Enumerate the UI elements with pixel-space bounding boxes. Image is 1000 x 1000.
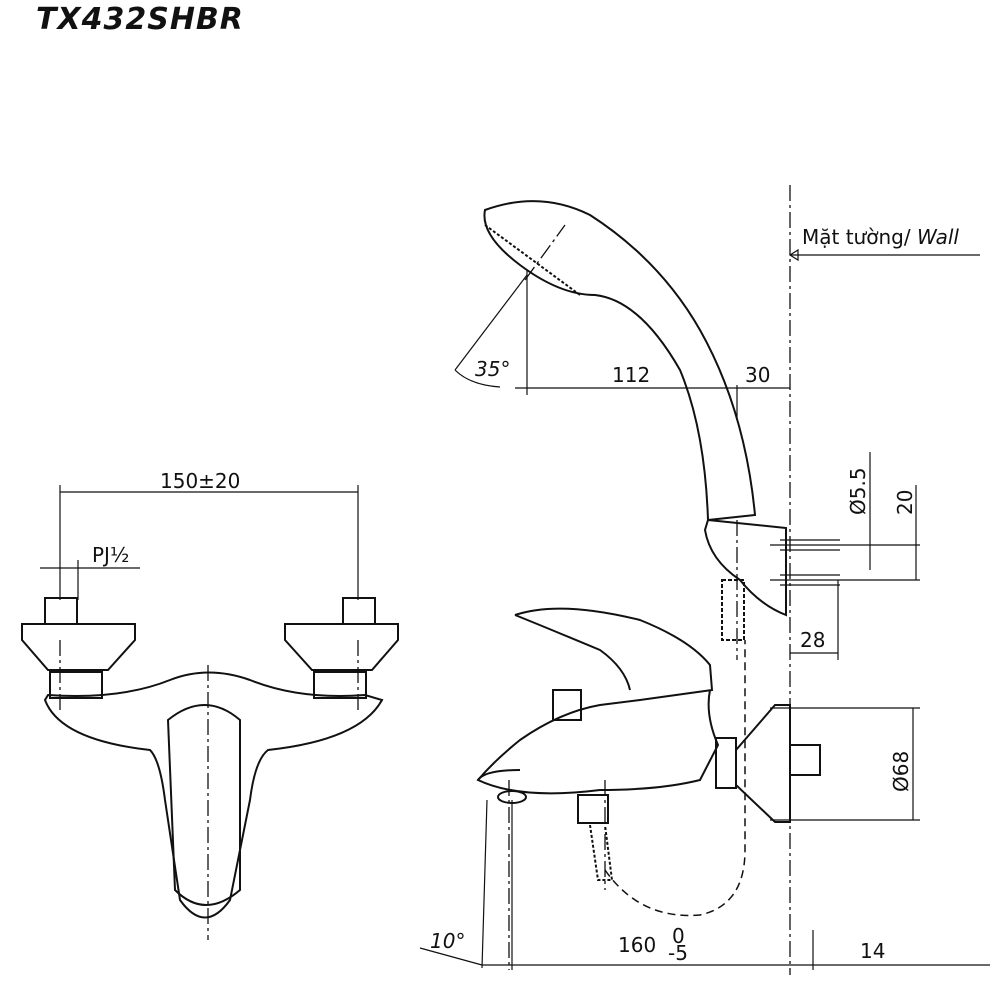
dim-112-label: 112 (612, 363, 650, 387)
dim-d55-label: Ø5.5 (846, 467, 870, 515)
dim-30-label: 30 (745, 363, 770, 387)
angle-10-label: 10° (430, 929, 465, 953)
dim-d68-label: Ø68 (889, 751, 913, 792)
thread-label: PJ½ (92, 543, 129, 567)
mixer-body (476, 607, 720, 795)
hand-shower (483, 200, 757, 522)
wall-label: Mặt tường/ Wall (802, 225, 959, 249)
tolerance-lower: -5 (668, 941, 688, 965)
tolerance-upper: 0 (672, 924, 685, 948)
dim-14-label: 14 (860, 939, 885, 963)
dim-20-label: 20 (893, 490, 917, 515)
front-view: 150±20 PJ½ (21, 469, 399, 940)
angle-35-label: 35° (475, 357, 510, 381)
wall-flange (735, 704, 791, 823)
model-title: TX432SHBR (36, 2, 244, 37)
dim-160-label: 160 (618, 933, 656, 957)
side-view: Mặt tường/ Wall 35° 112 30 Ø5.5 20 28 (419, 185, 990, 975)
dim-28-label: 28 (800, 628, 825, 652)
dim-150-label: 150±20 (160, 469, 240, 493)
